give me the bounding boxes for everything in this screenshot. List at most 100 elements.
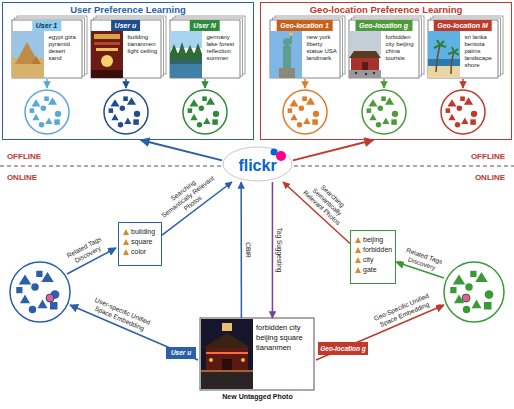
- photo-stack-frames: [349, 20, 419, 78]
- tag-word: building: [122, 227, 158, 237]
- tag-word: forbidden: [354, 245, 392, 255]
- learning-panel: User 1egypt giza pyramid desert sandUser…: [2, 2, 254, 140]
- lake-photo: [170, 53, 202, 59]
- card-tab: User u: [111, 20, 141, 31]
- preference-cluster: [288, 96, 320, 127]
- unified-space-cluster: [444, 262, 504, 322]
- photo-card: User Ngermany lake forest reflection sum…: [170, 20, 240, 78]
- photo-tags: sri lanka bentota palms landscape shore: [462, 32, 497, 77]
- palace-photo: [362, 62, 368, 70]
- preference-cluster: [367, 96, 399, 127]
- logo-oval: [223, 147, 292, 181]
- photo-tags: egypt giza pyramid desert sand: [46, 32, 81, 77]
- card-tab: User 1: [32, 20, 61, 31]
- flow-label: Related Tags Discovery: [399, 245, 448, 275]
- edge-label: CBIR: [244, 240, 252, 260]
- preference-cluster: [183, 90, 227, 134]
- statue-photo: [283, 46, 291, 68]
- new-photo-image: [201, 319, 253, 389]
- new-photo-image: [203, 333, 251, 348]
- badge-text: Geo-location g: [320, 345, 366, 353]
- flickr-logo: flickr: [222, 146, 293, 182]
- untagged-photo: forbidden city beijing square tiananmenN…: [200, 318, 315, 404]
- photo-tags: building tiananmen light ceiling: [125, 32, 160, 77]
- beach-photo: [434, 40, 446, 48]
- new-photo-image: [222, 359, 232, 370]
- tag-list-box: buildingsquarecolor: [118, 222, 162, 266]
- context-badge: Geo-location g: [318, 342, 368, 355]
- stage-label: OFFLINE: [5, 152, 43, 161]
- card-to-cluster-arrow: [125, 79, 127, 88]
- ceiling-photo: [96, 48, 118, 51]
- card-tab: Geo-location g: [355, 20, 412, 31]
- card-to-cluster-arrow: [204, 79, 206, 88]
- unified-space-cluster: [462, 294, 470, 302]
- palace-photo: [349, 51, 381, 58]
- panel-heading: Geo-location Preference Learning: [261, 4, 511, 15]
- beach-photo: [428, 59, 460, 66]
- statue-photo: [270, 31, 302, 78]
- preference-cluster: [25, 90, 69, 134]
- badge-text: User u: [171, 349, 191, 357]
- new-photo-image: [201, 370, 253, 389]
- lake-photo: [170, 31, 202, 78]
- beach-photo: [428, 66, 460, 78]
- new-photo-image: [222, 323, 232, 331]
- preference-cluster: [30, 96, 62, 127]
- logo-dot: [271, 149, 278, 156]
- photo-card: User ubuilding tiananmen light ceiling: [91, 20, 161, 78]
- ceiling-photo: [101, 55, 113, 67]
- preference-cluster: [283, 90, 327, 134]
- new-photo-image: [209, 358, 213, 362]
- lake-photo: [170, 59, 202, 78]
- card-tab: Geo-location M: [433, 20, 492, 31]
- photo-card: User 1egypt giza pyramid desert sand: [12, 20, 82, 78]
- tag-word: color: [122, 247, 158, 257]
- ceiling-photo: [94, 34, 120, 39]
- stage-label: ONLINE: [473, 173, 507, 182]
- unified-space-cluster: [16, 271, 59, 314]
- new-photo-image: [200, 318, 314, 390]
- palace-photo: [355, 72, 357, 74]
- logo-dot: [276, 151, 286, 161]
- statue-photo: [270, 31, 302, 78]
- pyramid-photo: [31, 56, 41, 64]
- tag-list-box: beijingforbiddencitygate: [350, 230, 396, 284]
- palace-photo: [349, 31, 381, 78]
- panel-heading: User Preference Learning: [3, 4, 253, 15]
- pyramid-photo: [12, 31, 44, 78]
- preference-cluster: [441, 90, 485, 134]
- ceiling-photo: [94, 42, 120, 45]
- tag-word: city: [354, 255, 392, 265]
- palace-photo: [373, 72, 375, 74]
- photo-card: Geo-location 1new york liberty statue US…: [270, 20, 340, 78]
- palace-photo: [365, 73, 367, 75]
- statue-photo: [279, 68, 295, 78]
- lake-photo: [170, 42, 202, 54]
- card-to-cluster-arrow: [304, 79, 306, 88]
- new-photo-image: [201, 370, 253, 372]
- preference-cluster: [362, 90, 406, 134]
- stage-label: OFFLINE: [469, 152, 507, 161]
- palace-photo: [351, 58, 379, 70]
- ceiling-photo: [91, 31, 123, 78]
- preference-cluster: [446, 96, 478, 127]
- ceiling-photo: [91, 31, 123, 78]
- photo-tags: germany lake forest reflection summer: [204, 32, 239, 77]
- tag-word: square: [122, 237, 158, 247]
- statue-photo: [289, 32, 293, 36]
- beach-photo: [428, 31, 460, 59]
- beach-photo: [451, 52, 454, 74]
- new-photo-image: [206, 348, 248, 370]
- photo-stack-frames: [428, 20, 498, 78]
- new-photo-image: [241, 358, 245, 362]
- card-to-cluster-arrow: [383, 79, 385, 88]
- unified-space-cluster: [10, 262, 70, 322]
- photo-tags: forbidden city beijing china tourists: [383, 32, 418, 77]
- flow-arrow: [272, 182, 274, 318]
- photo-stack-frames: [270, 20, 340, 78]
- photo-tags: forbidden city beijing square tiananmen: [253, 319, 313, 389]
- lake-photo: [170, 59, 202, 64]
- card-to-cluster-arrow: [47, 79, 463, 88]
